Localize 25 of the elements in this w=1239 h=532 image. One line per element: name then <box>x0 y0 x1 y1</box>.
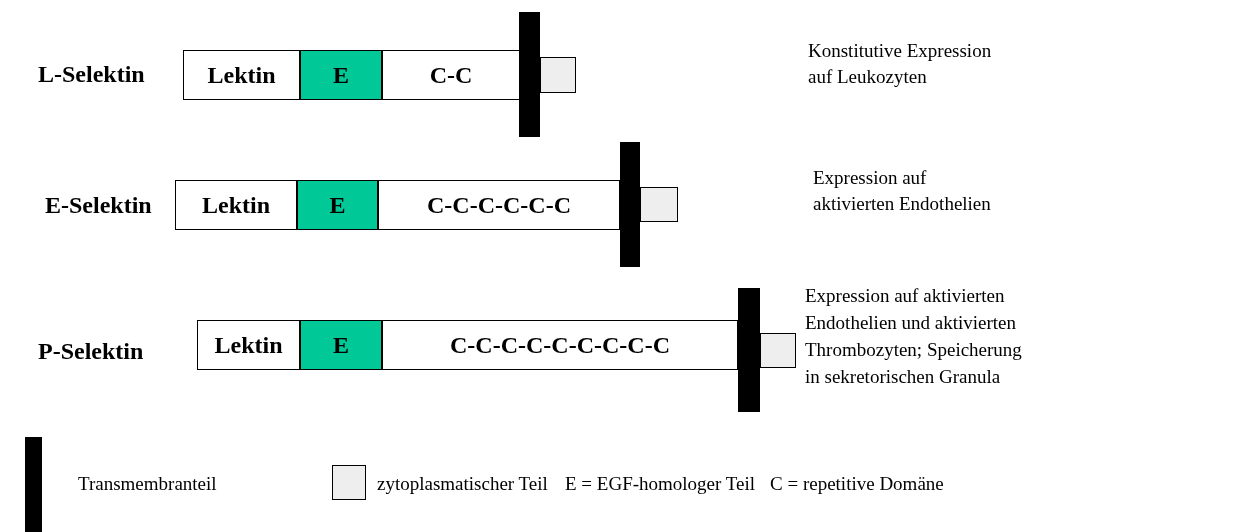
legend-label: Transmembranteil <box>78 472 217 496</box>
protein-name: P-Selektin <box>38 338 145 365</box>
cytoplasmic-domain-box <box>760 333 796 368</box>
transmembrane-bar <box>620 142 640 267</box>
description-text: Expression auf aktivierten Endothelien und aktivierten Thrombozyten; Speicherung in sekretorischen Granula <box>805 284 1023 389</box>
description-text: Expression auf aktivierten Endothelien <box>813 166 992 216</box>
protein-name: L-Selektin <box>38 61 146 88</box>
transmembrane-bar <box>738 288 760 412</box>
domain-box: Lektin <box>197 320 300 370</box>
domain-box: C-C-C-C-C-C <box>378 180 620 230</box>
cytoplasmic-domain-box <box>540 57 576 93</box>
domain-box: E <box>297 180 378 230</box>
domain-box: Lektin <box>175 180 297 230</box>
protein-name: E-Selektin <box>45 192 153 219</box>
domain-box: C-C-C-C-C-C-C-C-C <box>382 320 738 370</box>
legend-note: E = EGF-homologer Teil <box>565 472 757 496</box>
domain-box: C-C <box>382 50 520 100</box>
description-text: Konstitutive Expression auf Leukozyten <box>808 39 993 89</box>
domain-box: E <box>300 320 382 370</box>
legend-label: zytoplasmatischer Teil <box>377 472 548 496</box>
transmembrane-bar <box>519 12 540 137</box>
legend-note: C = repetitive Domäne <box>770 472 945 496</box>
cytoplasmic-domain-box <box>640 187 678 222</box>
domain-box: Lektin <box>183 50 300 100</box>
domain-box: E <box>300 50 382 100</box>
